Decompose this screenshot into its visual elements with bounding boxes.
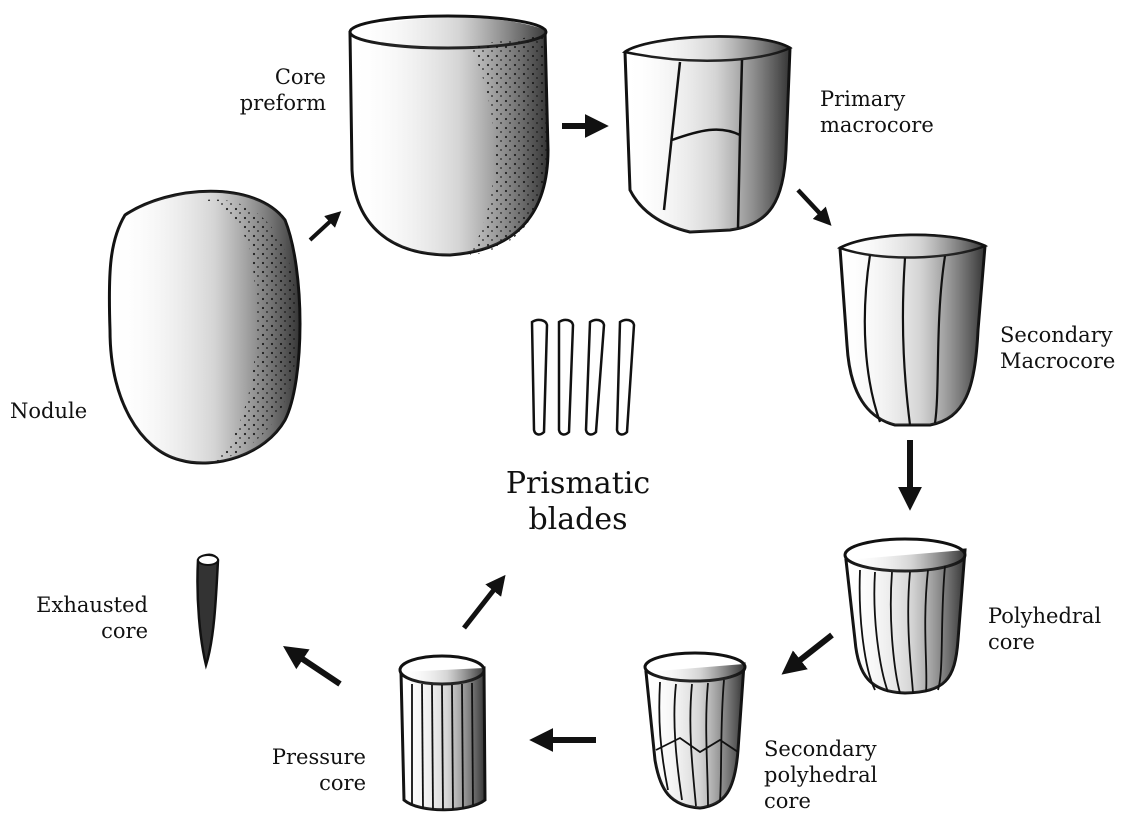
primary-macrocore-illustration — [625, 37, 790, 232]
label-primary-macrocore: Primary macrocore — [820, 86, 960, 138]
secondary-polyhedral-core-illustration — [645, 653, 745, 808]
label-polyhedral-core: Polyhedral core — [988, 603, 1128, 655]
secondary-macrocore-illustration — [840, 235, 985, 425]
nodule-illustration — [109, 191, 300, 463]
label-prismatic-blades: Prismatic blades — [498, 466, 658, 538]
label-secondary-macrocore: Secondary Macrocore — [1000, 322, 1132, 374]
label-core-preform: Core preform — [222, 64, 326, 116]
core-preform-illustration — [350, 16, 548, 255]
polyhedral-core-illustration — [845, 539, 965, 693]
prismatic-blades-illustration — [532, 320, 634, 435]
label-pressure-core: Pressure core — [250, 744, 366, 796]
label-nodule: Nodule — [10, 398, 110, 424]
label-secondary-polyhedral-core: Secondary polyhedral core — [764, 736, 894, 814]
exhausted-core-illustration — [197, 555, 218, 665]
label-exhausted-core: Exhausted core — [28, 592, 148, 644]
pressure-core-illustration — [400, 656, 485, 810]
